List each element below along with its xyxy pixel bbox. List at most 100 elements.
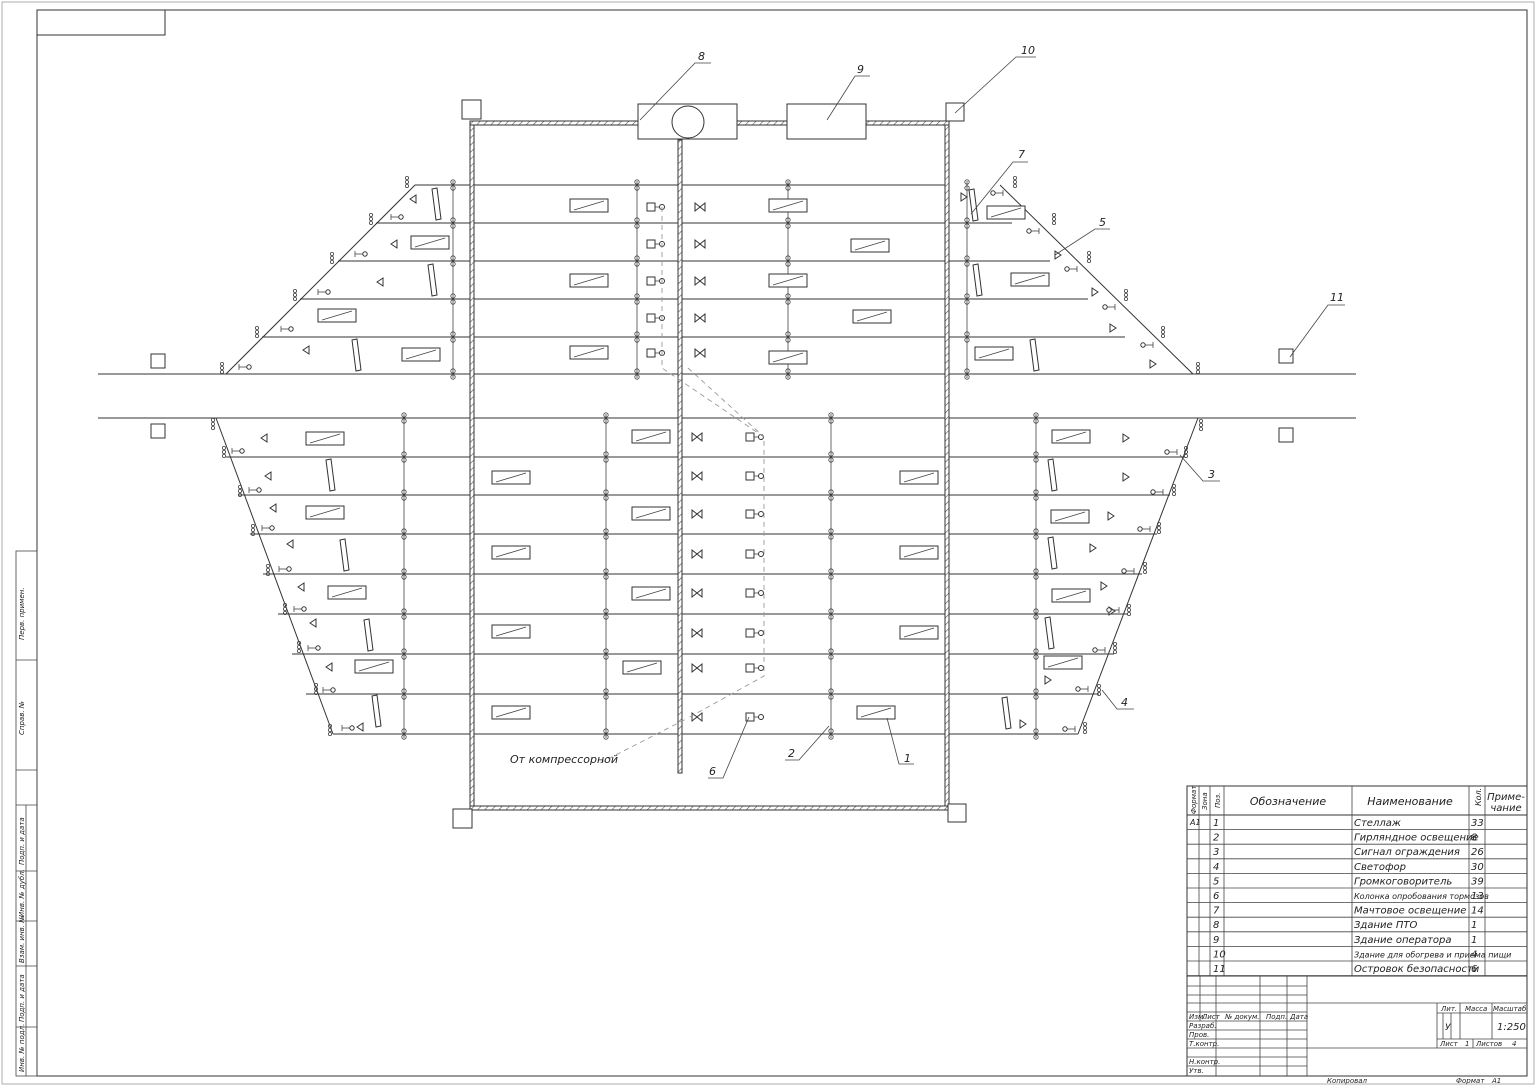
fence-signal [1150, 489, 1156, 495]
light-pole [1033, 418, 1039, 424]
header-pos: Поз. [1214, 793, 1222, 809]
callout-4: 4 [1121, 696, 1128, 709]
light-pole [785, 179, 791, 185]
light-pole [785, 374, 791, 380]
light-pole [401, 654, 407, 660]
light-pole [634, 368, 640, 374]
traffic-light [219, 365, 224, 370]
traffic-light [1052, 220, 1057, 225]
fence-signal [349, 725, 355, 731]
traffic-light [282, 611, 287, 616]
fence-signal [1092, 647, 1098, 653]
garland-light [694, 238, 701, 250]
traffic-light [1143, 562, 1148, 567]
traffic-light [327, 728, 332, 733]
spec-qty: 30 [1471, 862, 1484, 873]
light-pole [1033, 694, 1039, 700]
speaker [1091, 287, 1099, 297]
speaker [260, 433, 268, 443]
light-pole [785, 261, 791, 267]
speaker [356, 722, 364, 732]
traffic-light [1013, 179, 1018, 184]
light-pole [401, 412, 407, 418]
spec-qty: 1 [1471, 935, 1477, 946]
stamp-dubl: Инв. № дубл. [18, 869, 26, 917]
header-name: Наименование [1367, 795, 1453, 808]
traffic-light [1013, 175, 1018, 180]
light-pole [603, 608, 609, 614]
leader-line [1179, 454, 1220, 482]
light-pole [401, 528, 407, 534]
traffic-light [292, 288, 297, 293]
spec-pos: 8 [1213, 920, 1219, 931]
header-note-2: чание [1490, 803, 1521, 814]
light-pole [1033, 534, 1039, 540]
heating-building [452, 808, 473, 829]
light-pole [603, 457, 609, 463]
mast-light [363, 618, 374, 652]
tb-masshtab: Масштаб [1493, 1005, 1527, 1013]
speaker [1044, 675, 1052, 685]
tb-sheets-label: Листов [1475, 1040, 1502, 1048]
stamp-podp1: Подп. и дата [18, 817, 26, 865]
traffic-light [368, 216, 373, 221]
speaker [1089, 543, 1097, 553]
spec-name: Гирляндное освещение [1354, 833, 1479, 844]
speaker [1019, 719, 1027, 729]
side-stamp [15, 550, 38, 1077]
side-stamp-labels: Перв. примен. Справ. № Подп. и дата Инв.… [18, 587, 26, 1072]
light-pole [450, 261, 456, 267]
light-pole [1033, 528, 1039, 534]
traffic-light [265, 572, 270, 577]
light-pole [828, 728, 834, 734]
garland-light [699, 275, 706, 287]
traffic-light [1052, 216, 1057, 221]
garland-light [696, 662, 703, 674]
spec-qty: 13 [1471, 891, 1484, 902]
traffic-light [296, 649, 301, 654]
light-pole [401, 728, 407, 734]
fence-signal [990, 190, 996, 196]
fence-signal [325, 289, 331, 295]
traffic-light [237, 492, 242, 497]
speaker [1122, 433, 1130, 443]
brake-column [646, 313, 656, 323]
stamp-vzam: Взам. инв. № [18, 915, 26, 963]
tb-sheet-label: Лист [1439, 1040, 1459, 1048]
spec-pos: 9 [1213, 935, 1219, 946]
fence-signal [246, 364, 252, 370]
compressor-label: От компрессорной [510, 753, 618, 766]
light-pole [603, 728, 609, 734]
light-pole [634, 293, 640, 299]
light-pole [450, 374, 456, 380]
spec-pos: 10 [1213, 949, 1226, 960]
fence-signal [1075, 686, 1081, 692]
traffic-light [404, 183, 409, 188]
mast-light [325, 458, 336, 492]
leader-line [639, 62, 711, 121]
callout-labels: 1 2 3 4 5 6 7 8 9 10 11 [698, 44, 1344, 778]
traffic-light [313, 691, 318, 696]
spec-name: Здание для обогрева и приема пищи [1354, 950, 1511, 959]
light-pole [1033, 728, 1039, 734]
heating-building [945, 102, 965, 122]
brake-column [745, 628, 755, 638]
fence-signal [1140, 342, 1146, 348]
traffic-light [1199, 426, 1204, 431]
light-pole [401, 568, 407, 574]
garland-light [691, 662, 698, 674]
light-pole [401, 489, 407, 495]
traffic-light [1127, 608, 1132, 613]
fence-signal [301, 606, 307, 612]
garland-light [694, 347, 701, 359]
traffic-light [1083, 730, 1088, 735]
brake-column [745, 588, 755, 598]
mast-light [339, 538, 350, 572]
spec-name: Мачтовое освещение [1354, 906, 1466, 917]
light-pole [964, 331, 970, 337]
mast-light [1001, 696, 1012, 730]
building-wall [469, 805, 950, 811]
tb-sign: Подп. [1266, 1013, 1287, 1021]
traffic-light [221, 445, 226, 450]
